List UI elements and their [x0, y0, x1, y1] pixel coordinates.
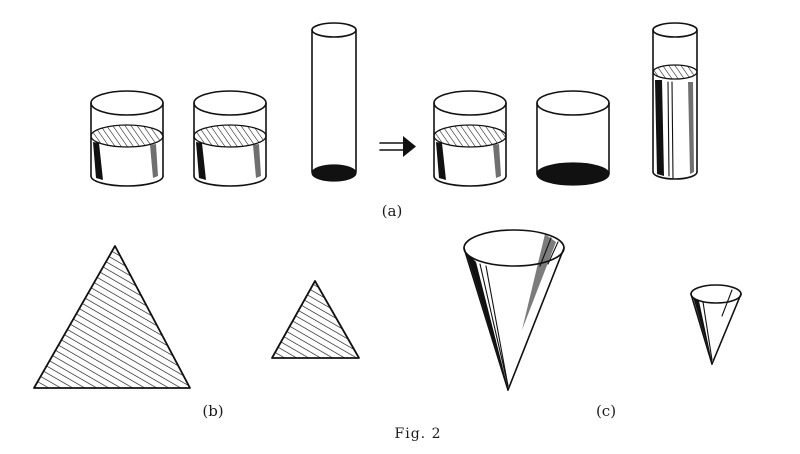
label-a: (a) — [382, 202, 403, 220]
tall-tube-after — [652, 22, 698, 180]
small-triangle — [271, 280, 360, 359]
large-triangle — [33, 245, 191, 389]
figure-caption: Fig. 2 — [395, 426, 442, 442]
small-cone — [690, 284, 742, 365]
part-c: (c) — [463, 229, 742, 420]
large-cone — [463, 229, 565, 391]
beaker-4-empty — [536, 90, 610, 186]
beaker-3 — [433, 90, 507, 187]
label-b: (b) — [202, 402, 223, 420]
double-arrow-right-icon — [379, 136, 416, 157]
label-c: (c) — [596, 402, 616, 420]
part-a: (a) — [90, 22, 698, 220]
beaker-2 — [193, 90, 267, 187]
tall-tube-before — [311, 22, 357, 182]
beaker-1 — [90, 90, 164, 187]
part-b: (b) — [33, 245, 360, 420]
